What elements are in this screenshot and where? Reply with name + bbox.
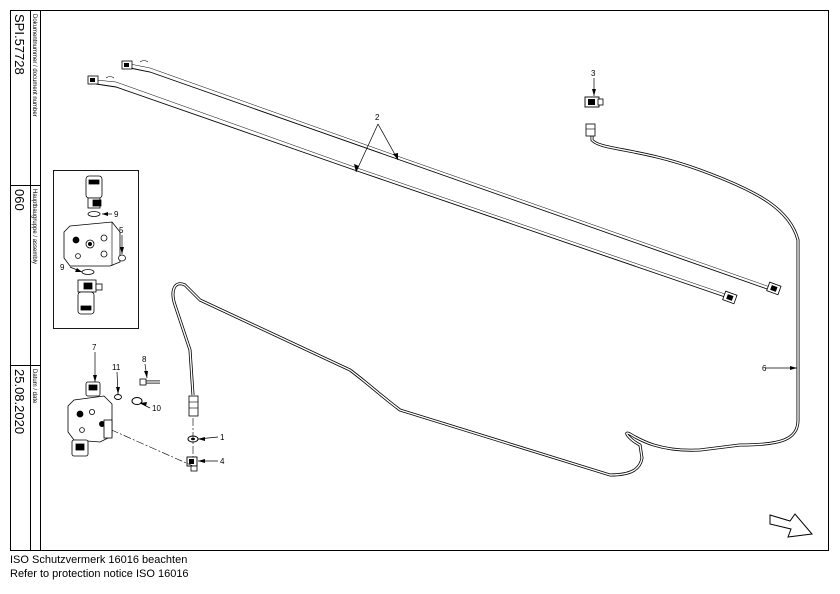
main-valve-assembly (67, 381, 113, 457)
part-11-washer (114, 394, 122, 400)
doc-number-caption: Dokumentnummer / document number (31, 14, 37, 117)
detail-inset (53, 170, 139, 329)
callout-4: 4 (220, 457, 225, 466)
callout-7: 7 (92, 343, 97, 352)
inset-valve-assembly (63, 175, 126, 315)
callout-6: 6 (762, 364, 767, 373)
callout-1: 1 (220, 433, 225, 442)
callout-5: 5 (119, 226, 124, 235)
callout-leaders (69, 78, 797, 462)
callout-9-lower: 9 (60, 263, 65, 272)
parts-drawing: Dokumentnummer / document number SPI.577… (10, 10, 829, 551)
date-caption: Datum / date (31, 369, 37, 404)
assembly-caption: Hauptbaugruppe / assembly (31, 189, 37, 264)
part-3-fitting (584, 96, 604, 108)
protection-notice-de: ISO Schutzvermerk 16016 beachten (10, 554, 188, 566)
callout-8: 8 (142, 355, 147, 364)
pipe-fitting (188, 395, 199, 417)
harness-connectors (87, 60, 782, 305)
part-10-oring (131, 397, 143, 405)
callout-arrowheads (75, 89, 797, 463)
callout-3: 3 (591, 69, 596, 78)
callout-2: 2 (375, 113, 380, 122)
wiring-harness-pair (95, 60, 771, 298)
callout-11: 11 (112, 363, 121, 372)
doc-number: SPI.57728 (12, 14, 27, 75)
callout-10: 10 (152, 404, 161, 413)
direction-arrow-icon (769, 513, 813, 538)
pipe-fitting-top (585, 123, 596, 137)
hydraulic-pipe (171, 134, 800, 477)
drawing-frame (10, 10, 829, 551)
date-value: 25.08.2020 (12, 369, 27, 434)
part-4-fitting (186, 456, 198, 472)
callout-9-upper: 9 (114, 210, 119, 219)
part-8-bolt (139, 378, 160, 386)
assembly-number: 060 (12, 189, 27, 211)
protection-notice-en: Refer to protection notice ISO 16016 (10, 568, 189, 580)
